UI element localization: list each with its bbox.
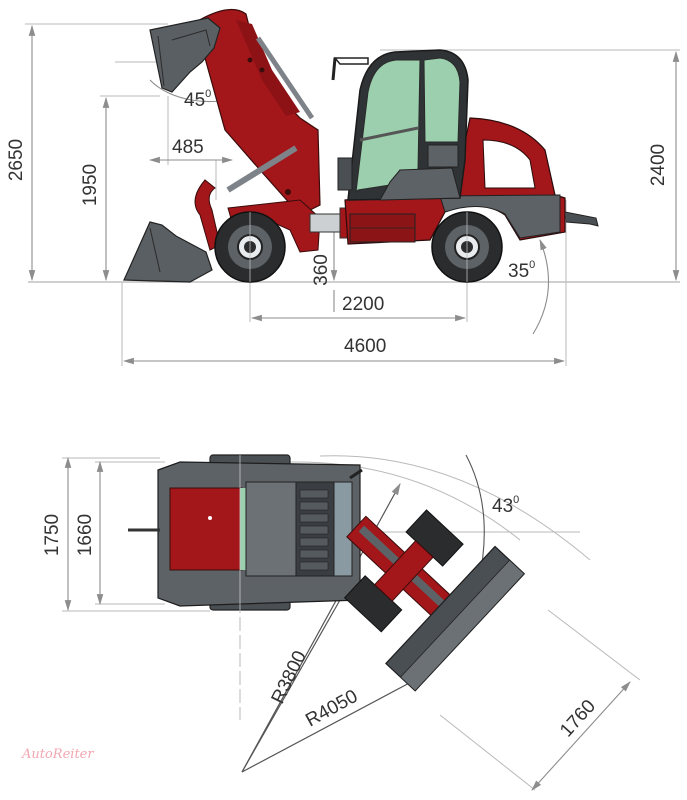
- front-frame: [227, 199, 351, 253]
- top-dimension-lines: [64, 454, 631, 791]
- articulated-front: [343, 509, 526, 692]
- dim-reach: 485: [172, 137, 204, 158]
- dim-hinge-pin-height: 1950: [80, 164, 101, 206]
- loader-arm: [194, 8, 321, 251]
- dim-cab-height: 2400: [648, 144, 669, 186]
- dim-dump-angle: 450: [184, 88, 211, 111]
- cab: [331, 49, 469, 201]
- rear-body: [344, 117, 599, 245]
- dim-bucket-width: 1760: [556, 696, 600, 741]
- dim-overall-length: 4600: [344, 336, 386, 357]
- dimension-lines: [28, 24, 680, 365]
- dim-articulation-angle: 430: [492, 494, 519, 517]
- dim-overall-height-raised: 2650: [6, 139, 27, 181]
- dim-ground-clearance: 360: [311, 254, 332, 286]
- rear-body-top: [128, 454, 363, 612]
- dim-track-width: 1660: [75, 514, 96, 556]
- dim-wheelbase: 2200: [342, 294, 384, 315]
- bucket-raised: [149, 17, 221, 93]
- watermark-logo: AutoReiter: [21, 747, 94, 762]
- side-view: 2650 1950 485 450 2400 360 2200 4600 350: [6, 8, 680, 366]
- dim-overall-width: 1750: [42, 514, 63, 556]
- dim-departure-angle: 350: [508, 259, 535, 282]
- top-view: 1750 1660 430 R3800 R4050 1760: [42, 454, 641, 791]
- dim-inner-turning-radius: R3800: [268, 648, 311, 708]
- bucket-lowered: [123, 221, 213, 283]
